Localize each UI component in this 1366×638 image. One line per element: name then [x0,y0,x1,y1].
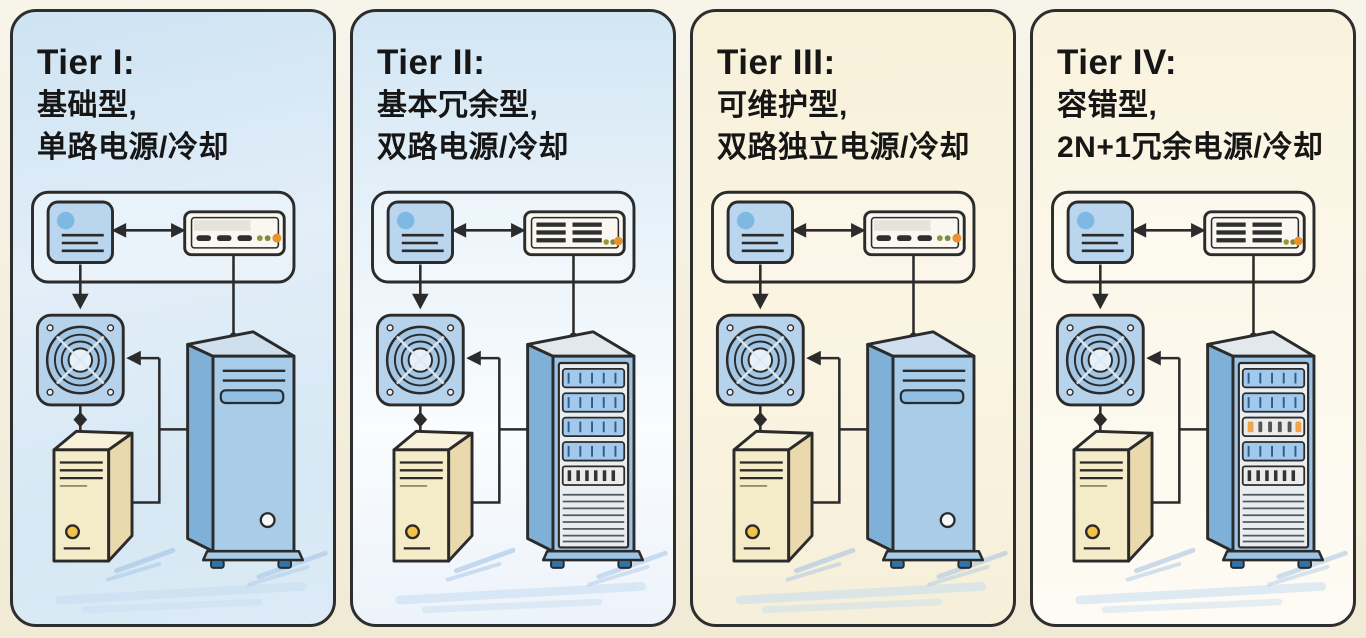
floor-shadow [1080,586,1322,609]
power-distribution-unit-icon [183,210,286,257]
tier-desc-line1: 可维护型, [717,88,848,122]
panel-tier-2: Tier II: 基本冗余型, 双路电源/冷却 [350,9,676,627]
tier-desc-line2: 双路电源/冷却 [377,131,569,165]
control-unit-icon [46,200,114,264]
tier-4-illustration [1051,190,1353,624]
control-unit-icon [1066,200,1134,264]
tier-title: Tier II: [377,43,486,82]
tier-desc-line2: 单路电源/冷却 [37,131,229,165]
panel-tier-1: Tier I: 基础型, 单路电源/冷却 [10,9,336,627]
control-unit-icon [726,200,794,264]
panel-tier-2-header: Tier II: 基本冗余型, 双路电源/冷却 [353,12,673,170]
floor-shadow [60,586,302,609]
power-distribution-unit-multi-icon [523,210,626,257]
cooling-fan-icon [375,313,465,407]
tier-2-illustration [371,190,673,624]
tier-desc-line1: 基础型, [37,88,138,122]
panel-tier-1-header: Tier I: 基础型, 单路电源/冷却 [13,12,333,170]
tier-title: Tier III: [717,43,836,82]
ups-tower-icon [54,431,173,579]
ups-tower-icon [734,431,853,579]
rack-server-icon [528,332,666,585]
drive-bay-accent-icon [1241,416,1306,438]
panel-tier-4: Tier IV: 容错型, 2N+1冗余电源/冷却 [1030,9,1356,627]
tier-desc-line1: 基本冗余型, [377,88,539,122]
tier-desc-line2: 双路独立电源/冷却 [717,131,970,165]
control-unit-icon [386,200,454,264]
tier-3-illustration [711,190,1013,624]
ups-tower-icon [1074,431,1193,579]
ups-tower-icon [394,431,513,579]
cooling-fan-icon [715,313,805,407]
cooling-fan-icon [1055,313,1145,407]
power-distribution-unit-multi-icon [1203,210,1306,257]
tier-title: Tier I: [37,43,136,82]
floor-shadow [740,586,982,609]
floor-shadow [400,586,642,609]
tier-1-illustration [31,190,333,624]
power-distribution-unit-icon [863,210,966,257]
tier-title: Tier IV: [1057,43,1178,82]
server-tower-icon [188,332,326,585]
panel-tier-3: Tier III: 可维护型, 双路独立电源/冷却 [690,9,1016,627]
tier-desc-line2: 2N+1冗余电源/冷却 [1057,131,1324,165]
panel-tier-3-header: Tier III: 可维护型, 双路独立电源/冷却 [693,12,1013,170]
cooling-fan-icon [35,313,125,407]
server-tower-icon [868,332,1006,585]
panel-tier-4-header: Tier IV: 容错型, 2N+1冗余电源/冷却 [1033,12,1353,170]
tier-desc-line1: 容错型, [1057,88,1158,122]
rack-server-accent-icon [1208,332,1346,585]
